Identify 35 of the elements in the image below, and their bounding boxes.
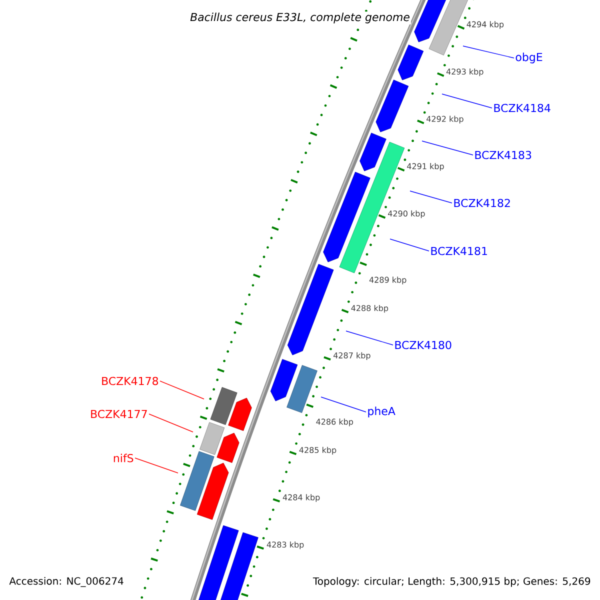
gene-label: BCZK4183 (475, 150, 532, 160)
tick-label: 4286 kbp (316, 418, 354, 426)
gene-label: BCZK4182 (454, 198, 510, 208)
tick-label: 4293 kbp (446, 68, 484, 76)
leader-line (462, 46, 514, 58)
accession-text: Accession: NC_006274 (9, 577, 124, 587)
gene-label: BCZK4178 (102, 376, 158, 386)
tick-label: 4289 kbp (369, 276, 406, 284)
leader-line (160, 380, 204, 400)
tick-label: 4285 kbp (299, 446, 336, 455)
leader-line (320, 396, 366, 412)
gene-label: BCZK4180 (395, 340, 452, 350)
genome-info-text: Topology: circular; Length: 5,300,915 bp; Genes: 5,269 (312, 577, 590, 587)
tick-label: 4287 kbp (333, 352, 370, 360)
tick-label: 4288 kbp (351, 304, 388, 313)
leader-line (148, 414, 194, 432)
gene-label: BCZK4177 (91, 410, 147, 418)
tick-label: 4284 kbp (282, 494, 320, 502)
leader-line (410, 190, 452, 204)
gene-label: nifS (114, 454, 134, 462)
map-title: Bacillus cereus E33L, complete genome (189, 12, 411, 24)
tick-label: 4292 kbp (426, 116, 464, 124)
gene-label: pheA (368, 406, 396, 418)
leader-line (346, 330, 394, 346)
gene-label: BCZK4181 (431, 246, 487, 256)
leader-line (134, 458, 178, 474)
gene-label: obgE (516, 52, 542, 64)
tick-label: 4283 kbp (266, 541, 304, 550)
leader-line (442, 94, 492, 108)
gene-label: BCZK4184 (494, 104, 550, 112)
tick-label: 4291 kbp (407, 163, 444, 171)
tick-label: 4294 kbp (466, 21, 504, 29)
leader-line (390, 238, 430, 252)
tick-label: 4290 kbp (388, 210, 425, 218)
leader-line (422, 140, 474, 156)
